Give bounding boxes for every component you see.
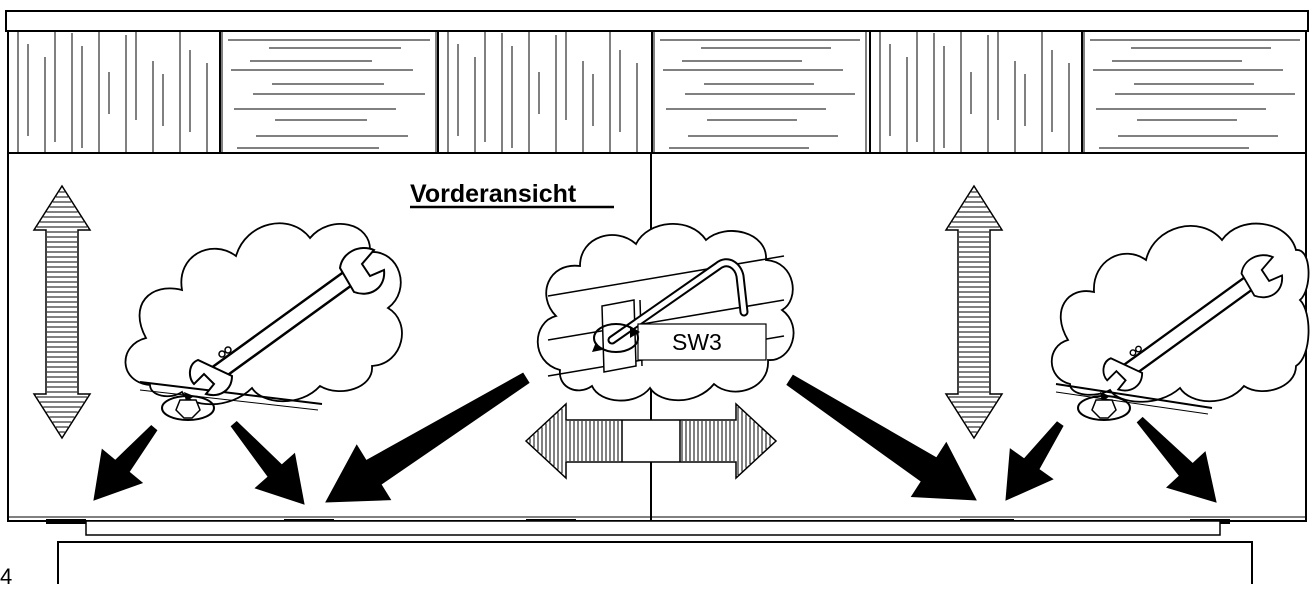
double-arrow-vertical-icon (32, 184, 92, 440)
pointer-arrow-icon (325, 372, 530, 503)
pointer-arrow-icon (1005, 421, 1064, 501)
double-arrow-vertical-icon (944, 184, 1004, 440)
top-plate (5, 10, 1309, 32)
rotation-arrow-icon (592, 323, 640, 353)
pointer-arrow-icon (93, 425, 158, 501)
figure-number: 4 (0, 564, 12, 584)
drawer-row (7, 30, 1307, 154)
rotation-arrow-icon (1077, 392, 1131, 421)
view-title: Vorderansicht (410, 180, 577, 208)
pointer-arrow-icon (1136, 416, 1217, 503)
pointer-arrows (93, 372, 1217, 505)
wrench-icon (188, 247, 386, 396)
wrench-icon (1102, 254, 1283, 392)
detail-bubble-right (1050, 222, 1310, 421)
pointer-arrow-icon (786, 374, 977, 501)
pointer-arrow-icon (230, 420, 305, 505)
detail-bubble-center: SW3 (536, 223, 795, 402)
rotation-arrow-icon (161, 392, 215, 421)
base-plinth (57, 520, 1253, 584)
hex-key-icon (607, 258, 749, 345)
detail-bubble-left (124, 222, 403, 421)
double-arrow-horizontal-icon (524, 402, 778, 480)
hex-key-size-label: SW3 (672, 329, 722, 355)
